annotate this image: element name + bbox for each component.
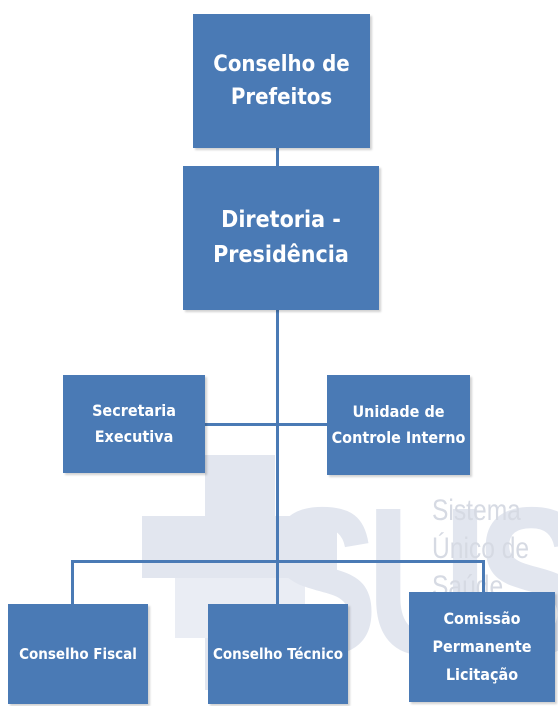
- connector-bottom-horizontal: [71, 560, 485, 563]
- node-label: Unidade de Controle Interno: [331, 402, 466, 447]
- node-conselho-fiscal: Conselho Fiscal: [8, 604, 148, 704]
- node-label: Conselho Fiscal: [19, 645, 137, 663]
- cross-icon-arm: [142, 516, 337, 578]
- node-secretaria-executiva: Secretaria Executiva: [63, 375, 205, 473]
- node-diretoria-presidencia: Diretoria - Presidência: [183, 166, 379, 310]
- connector-top-to-board: [276, 148, 279, 166]
- node-conselho-de-prefeitos: Conselho de Prefeitos: [193, 14, 370, 148]
- connector-side-horizontal: [205, 423, 327, 426]
- node-comissao-permanente-licitacao: Comissão Permanente Licitação: [409, 592, 555, 702]
- connector-board-trunk: [276, 310, 279, 610]
- connector-bottom-left: [71, 560, 74, 604]
- watermark-tagline-3: Saúde: [432, 572, 504, 594]
- node-label: Diretoria - Presidência: [213, 207, 349, 268]
- watermark-tagline-1: Sistema: [432, 494, 521, 527]
- node-label: Conselho Técnico: [212, 645, 344, 663]
- node-unidade-controle-interno: Unidade de Controle Interno: [327, 375, 470, 475]
- node-conselho-tecnico: Conselho Técnico: [208, 604, 348, 704]
- node-label: Comissão Permanente Licitação: [432, 609, 532, 684]
- connector-bottom-right: [482, 560, 485, 592]
- node-label: Conselho de Prefeitos: [213, 52, 350, 110]
- watermark-tagline-2: Único de: [432, 532, 530, 565]
- node-label: Secretaria Executiva: [92, 401, 176, 446]
